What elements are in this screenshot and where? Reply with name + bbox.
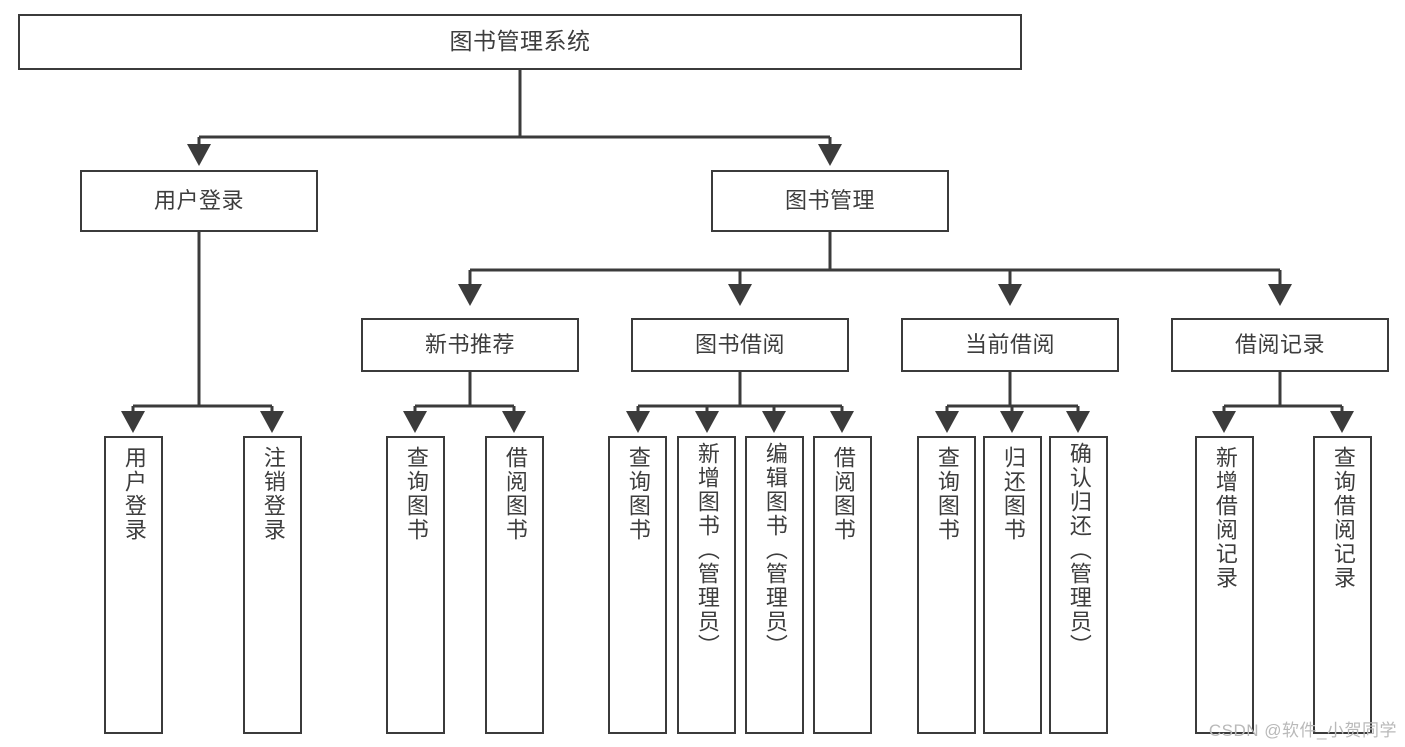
node-borrow-record[interactable]: 借阅记录 <box>1171 318 1389 372</box>
node-query-book-3[interactable]: 查询图书 <box>917 436 976 734</box>
node-label: 查询图书 <box>934 446 960 542</box>
node-label: 图书借阅 <box>694 332 785 358</box>
node-label: 借阅图书 <box>502 446 528 542</box>
node-book-borrow[interactable]: 图书借阅 <box>631 318 849 372</box>
node-label: 用户登录 <box>121 446 147 542</box>
node-label: 新增借阅记录 <box>1212 446 1238 590</box>
node-label: 图书管理 <box>784 188 875 214</box>
node-confirm-return[interactable]: 确认归还（管理员） <box>1049 436 1108 734</box>
node-label: 查询图书 <box>403 446 429 542</box>
node-borrow-book-1[interactable]: 借阅图书 <box>485 436 544 734</box>
node-label: 用户登录 <box>153 188 244 214</box>
node-edit-book[interactable]: 编辑图书（管理员） <box>745 436 804 734</box>
node-label: 查询图书 <box>625 446 651 542</box>
node-user-login[interactable]: 用户登录 <box>80 170 318 232</box>
node-label: 新增图书（管理员） <box>694 442 720 658</box>
node-query-book-1[interactable]: 查询图书 <box>386 436 445 734</box>
node-label: 确认归还（管理员） <box>1066 442 1092 658</box>
node-book-management[interactable]: 图书管理 <box>711 170 949 232</box>
node-logout-leaf[interactable]: 注销登录 <box>243 436 302 734</box>
node-new-book-recommend[interactable]: 新书推荐 <box>361 318 579 372</box>
node-label: 查询借阅记录 <box>1330 446 1356 590</box>
node-query-borrow-record[interactable]: 查询借阅记录 <box>1313 436 1372 734</box>
node-book-management-system[interactable]: 图书管理系统 <box>18 14 1022 70</box>
node-label: 当前借阅 <box>964 332 1055 358</box>
node-current-borrow[interactable]: 当前借阅 <box>901 318 1119 372</box>
node-borrow-book-2[interactable]: 借阅图书 <box>813 436 872 734</box>
node-add-book[interactable]: 新增图书（管理员） <box>677 436 736 734</box>
node-query-book-2[interactable]: 查询图书 <box>608 436 667 734</box>
node-user-login-leaf[interactable]: 用户登录 <box>104 436 163 734</box>
node-add-borrow-record[interactable]: 新增借阅记录 <box>1195 436 1254 734</box>
node-label: 归还图书 <box>1000 446 1026 542</box>
node-label: 借阅记录 <box>1234 332 1325 358</box>
node-return-book[interactable]: 归还图书 <box>983 436 1042 734</box>
node-label: 图书管理系统 <box>449 28 591 55</box>
node-label: 新书推荐 <box>424 332 515 358</box>
node-label: 编辑图书（管理员） <box>762 442 788 658</box>
node-label: 借阅图书 <box>830 446 856 542</box>
node-label: 注销登录 <box>260 446 286 542</box>
watermark: CSDN @软件_小贺同学 <box>1208 721 1397 740</box>
